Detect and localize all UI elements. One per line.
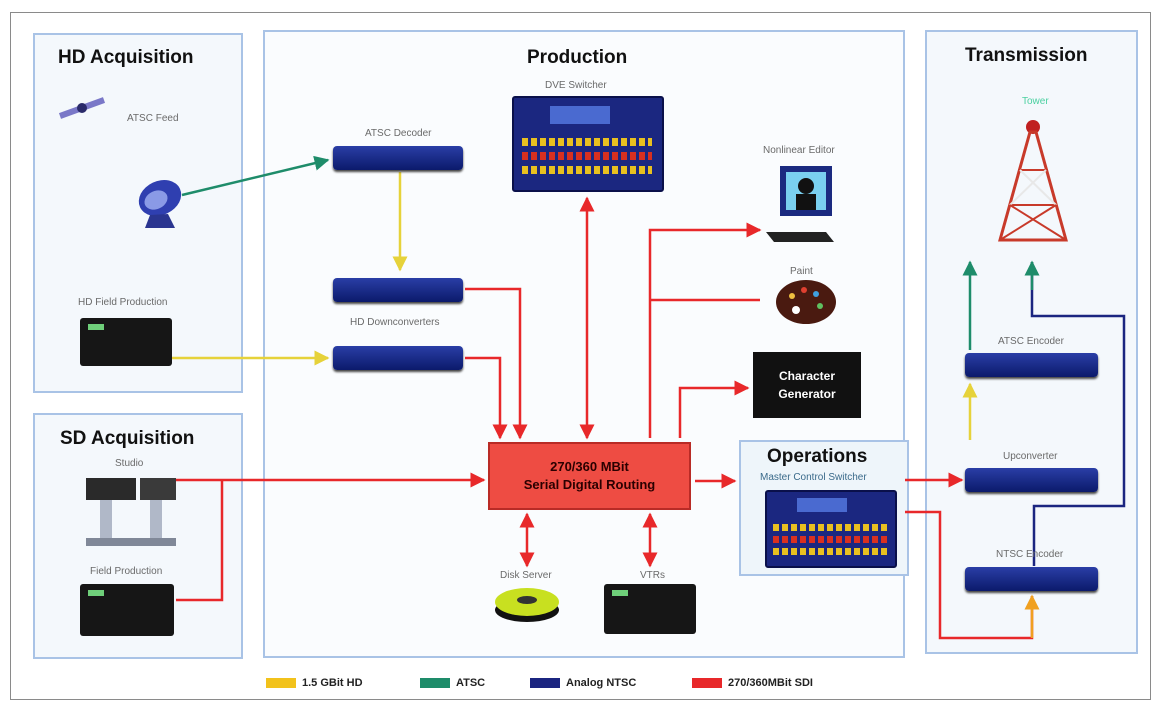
tower-label: Tower bbox=[1022, 96, 1049, 107]
legend-hd: 1.5 GBit HD bbox=[266, 674, 363, 692]
atsc-decoder-label: ATSC Decoder bbox=[365, 128, 432, 139]
legend-label-sdi: 270/360MBit SDI bbox=[728, 677, 813, 689]
upconverter-label: Upconverter bbox=[1003, 451, 1058, 462]
legend-swatch-hd bbox=[266, 678, 296, 688]
legend-label-ntsc: Analog NTSC bbox=[566, 677, 637, 689]
production-title: Production bbox=[527, 47, 628, 68]
hd-field-production-label: HD Field Production bbox=[78, 297, 168, 308]
paint-label: Paint bbox=[790, 266, 813, 277]
serial-digital-routing-box: 270/360 MBit Serial Digital Routing bbox=[488, 442, 691, 510]
master-control-switcher-label: Master Control Switcher bbox=[760, 472, 867, 483]
diagram-frame bbox=[10, 12, 1151, 700]
atsc-feed-label: ATSC Feed bbox=[127, 113, 179, 124]
field-production-label: Field Production bbox=[90, 566, 163, 577]
sd-field-deck-icon bbox=[80, 584, 174, 636]
studio-label: Studio bbox=[115, 458, 144, 469]
nonlinear-editor-label: Nonlinear Editor bbox=[763, 145, 835, 156]
character-generator-line2: Generator bbox=[778, 387, 836, 401]
ntsc-encoder-label: NTSC Encoder bbox=[996, 549, 1064, 560]
disk-server-label: Disk Server bbox=[500, 570, 552, 581]
atsc-decoder-device bbox=[333, 146, 463, 170]
legend-label-hd: 1.5 GBit HD bbox=[302, 677, 363, 689]
legend-label-atsc: ATSC bbox=[456, 677, 486, 689]
vtr-deck-icon bbox=[604, 584, 696, 634]
atsc-encoder-label: ATSC Encoder bbox=[998, 336, 1064, 347]
character-generator-box: Character Generator bbox=[753, 352, 861, 418]
character-generator-line1: Character bbox=[778, 369, 836, 383]
master-control-switcher-device bbox=[765, 490, 897, 568]
dve-switcher-device bbox=[512, 96, 664, 192]
operations-title: Operations bbox=[767, 446, 868, 467]
hd-downconverter-2 bbox=[333, 346, 463, 370]
routing-line2: Serial Digital Routing bbox=[523, 477, 656, 492]
atsc-encoder-device bbox=[965, 353, 1098, 377]
hd-acquisition-title: HD Acquisition bbox=[58, 47, 194, 68]
transmission-title: Transmission bbox=[965, 45, 1088, 66]
ntsc-encoder-device bbox=[965, 567, 1098, 591]
legend-ntsc: Analog NTSC bbox=[530, 674, 636, 692]
routing-line1: 270/360 MBit bbox=[550, 458, 629, 474]
hd-downconverters-label: HD Downconverters bbox=[350, 317, 440, 328]
sd-acquisition-title: SD Acquisition bbox=[60, 428, 195, 449]
transmission-panel bbox=[925, 30, 1138, 654]
legend-sdi: 270/360MBit SDI bbox=[692, 674, 813, 692]
legend-swatch-ntsc bbox=[530, 678, 560, 688]
dve-switcher-label: DVE Switcher bbox=[545, 80, 607, 91]
legend-atsc: ATSC bbox=[420, 674, 485, 692]
legend-swatch-atsc bbox=[420, 678, 450, 688]
hd-camera-deck-icon bbox=[80, 318, 172, 366]
vtrs-label: VTRs bbox=[640, 570, 665, 581]
upconverter-device bbox=[965, 468, 1098, 492]
hd-downconverter-1 bbox=[333, 278, 463, 302]
legend-swatch-sdi bbox=[692, 678, 722, 688]
